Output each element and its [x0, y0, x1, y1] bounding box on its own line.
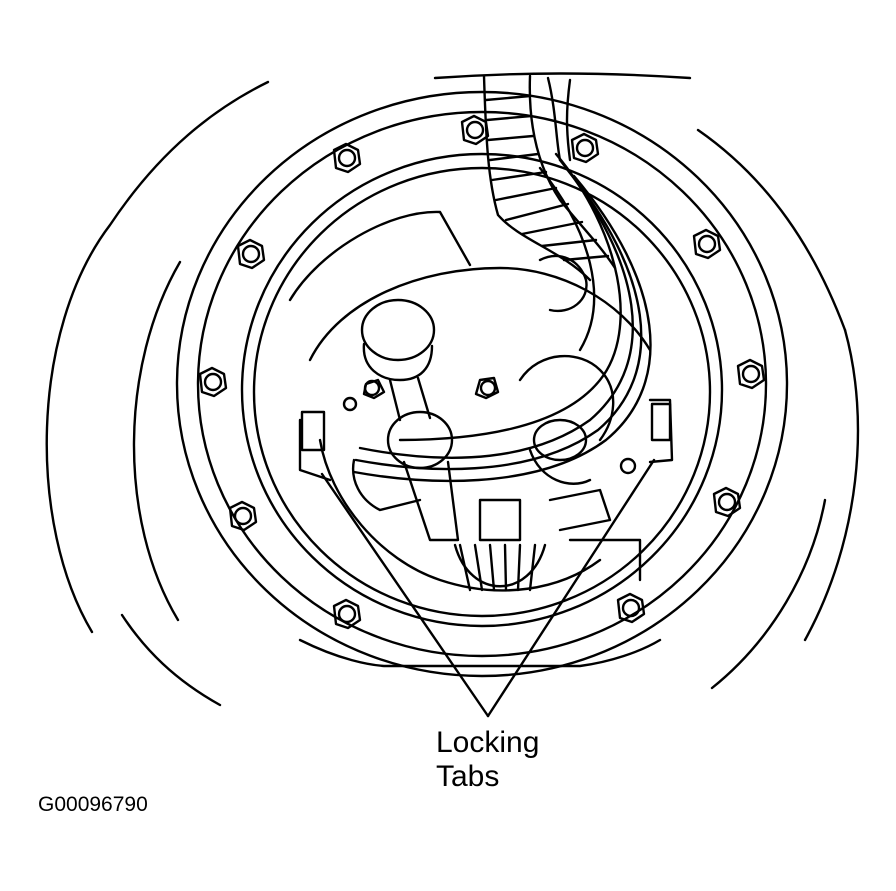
bolt-icon [460, 114, 490, 146]
wiring-conduit [482, 74, 617, 282]
bolt-icon [692, 228, 722, 260]
bolt-icon [736, 358, 766, 390]
figure-id: G00096790 [38, 793, 148, 816]
bolt-icon [332, 142, 362, 174]
callout-line-1: Locking [436, 726, 540, 759]
bolt-icon [616, 592, 646, 624]
callout-line-2: Tabs [436, 760, 500, 793]
flange-rings [175, 90, 789, 678]
pump-module-body [288, 210, 674, 592]
bolt-icon [236, 238, 266, 270]
wire-harness [351, 152, 652, 512]
bolt-icon [198, 366, 228, 398]
bolt-icon [712, 486, 742, 518]
locking-tabs-callout: Locking Tabs [436, 726, 539, 794]
bolt-icon [570, 132, 600, 164]
strainer [453, 488, 642, 592]
flange-bolts [198, 114, 766, 630]
bolt-icon [228, 500, 258, 532]
bolt-icon [332, 598, 362, 630]
tank-outer-arcs [45, 72, 860, 707]
callout-leader-lines [320, 458, 656, 718]
